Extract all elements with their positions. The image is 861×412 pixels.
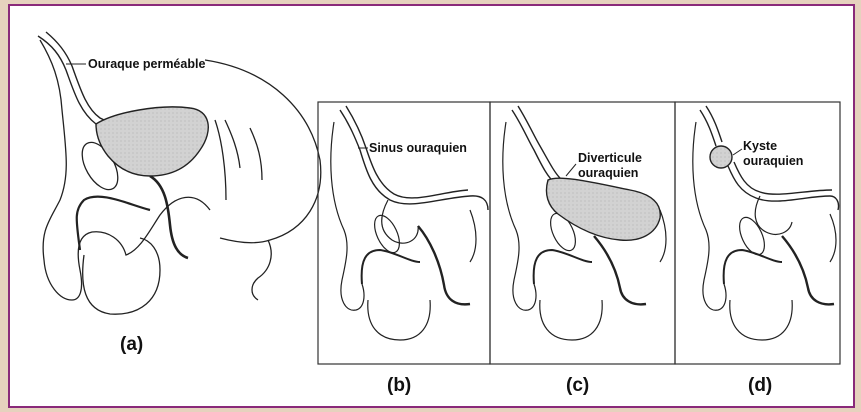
caption-a: (a) [120,334,143,355]
panel-c-leader [566,164,576,176]
caption-d: (d) [748,375,772,396]
label-diverticule-line2: ouraquien [578,166,638,180]
caption-c: (c) [566,375,589,396]
panel-d-cyst [710,146,732,168]
panel-a-bladder [96,107,208,176]
panel-c-diverticulum [546,178,660,240]
label-kyste-line2: ouraquien [743,154,803,168]
panel-a [38,32,321,314]
label-kyste-line1: Kyste [743,139,777,153]
panel-d-leader [733,149,742,155]
caption-b: (b) [387,375,411,396]
label-ouraque-permeable: Ouraque perméable [88,57,205,71]
label-sinus-ouraquien: Sinus ouraquien [369,141,467,155]
label-diverticule-line1: Diverticule [578,151,642,165]
